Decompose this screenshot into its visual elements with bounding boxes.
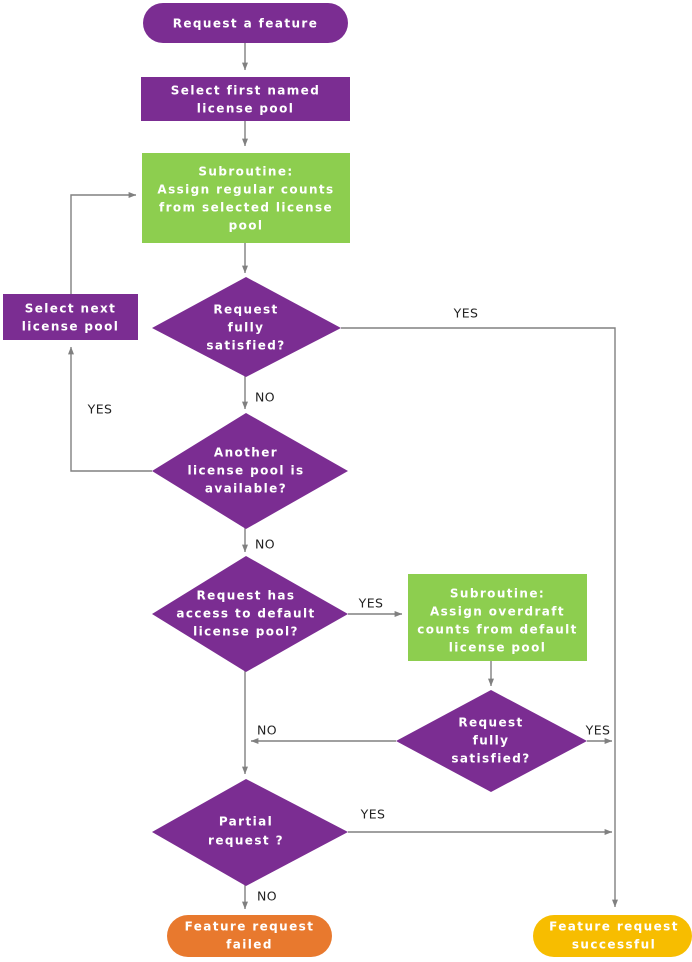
node-label-partial-line2: request ?	[208, 834, 284, 848]
edge-label-yes-satisfied2: YES	[585, 723, 611, 738]
node-request-fully-satisfied-2[interactable]: Request fully satisfied?	[396, 690, 587, 792]
edge-label-no-another-pool: NO	[255, 537, 275, 552]
node-select-first-named-license-pool[interactable]: Select first named license pool	[141, 77, 350, 121]
node-label-satisfied2-line1: Request	[458, 716, 523, 730]
node-label-successful-line1: Feature request	[549, 920, 679, 934]
node-label-another-pool-line3: available?	[205, 482, 287, 496]
node-label-subroutine-overdraft-line1: Subroutine:	[450, 587, 545, 601]
node-shape-decision	[152, 779, 348, 886]
node-label-satisfied1-line3: satisfied?	[206, 339, 285, 353]
node-shape-decision	[152, 556, 348, 672]
node-label-access-default-line1: Request has	[197, 589, 296, 603]
edge-label-yes-another-pool: YES	[87, 402, 113, 417]
node-select-next-license-pool[interactable]: Select next license pool	[3, 294, 138, 340]
node-label-access-default-line3: license pool?	[193, 625, 299, 639]
node-shape-terminator	[143, 3, 348, 43]
node-label-subroutine-overdraft-line3: counts from default	[417, 623, 578, 637]
edge-label-yes-partial: YES	[360, 807, 386, 822]
node-label-partial-line1: Partial	[219, 815, 273, 829]
node-label-satisfied1-line1: Request	[213, 303, 278, 317]
node-shape-decision	[396, 690, 587, 792]
node-label-request-a-feature: Request a feature	[173, 17, 319, 31]
edge-label-no-satisfied1: NO	[255, 390, 275, 405]
node-shape-subroutine	[142, 153, 350, 243]
node-label-satisfied2-line3: satisfied?	[451, 752, 530, 766]
node-label-failed-line1: Feature request	[185, 920, 315, 934]
node-label-subroutine-regular-line1: Subroutine:	[198, 165, 293, 179]
node-request-fully-satisfied-1[interactable]: Request fully satisfied?	[152, 277, 341, 377]
node-shape-decision	[152, 413, 348, 529]
node-label-access-default-line2: access to default	[176, 607, 315, 621]
node-shape-terminator	[167, 915, 332, 957]
connectors	[68, 42, 618, 910]
node-label-select-next-line2: license pool	[22, 320, 119, 334]
node-shape-decision	[152, 277, 341, 377]
node-label-successful-line2: successful	[572, 938, 656, 952]
node-request-a-feature[interactable]: Request a feature	[143, 3, 348, 43]
edge-label-yes-satisfied1: YES	[453, 306, 479, 321]
edge-satisfied1-yes-to-rail	[341, 327, 618, 908]
node-partial-request[interactable]: Partial request ?	[152, 779, 348, 886]
node-label-subroutine-overdraft-line4: license pool	[449, 641, 546, 655]
node-label-subroutine-overdraft-line2: Assign overdraft	[430, 605, 565, 619]
node-label-select-first-line1: Select first named	[171, 84, 320, 98]
edge-label-no-partial: NO	[257, 889, 277, 904]
node-feature-request-failed[interactable]: Feature request failed	[167, 915, 332, 957]
node-label-satisfied2-line2: fully	[473, 734, 510, 748]
node-label-subroutine-regular-line4: pool	[229, 219, 264, 233]
node-shape-terminator	[533, 915, 692, 957]
node-subroutine-assign-regular-counts[interactable]: Subroutine: Assign regular counts from s…	[142, 153, 350, 243]
node-shape-subroutine	[408, 574, 587, 661]
node-label-select-first-line2: license pool	[197, 102, 294, 116]
node-another-license-pool-available[interactable]: Another license pool is available?	[152, 413, 348, 529]
node-label-subroutine-regular-line3: from selected license	[159, 201, 333, 215]
node-label-failed-line2: failed	[226, 938, 273, 952]
node-label-another-pool-line2: license pool is	[187, 464, 304, 478]
edge-label-no-access-default: NO	[257, 723, 277, 738]
edge-select-next-to-subroutine	[70, 192, 137, 294]
edge-label-yes-access-default: YES	[358, 596, 384, 611]
node-shape-process	[141, 77, 350, 121]
node-label-select-next-line1: Select next	[25, 302, 117, 316]
node-feature-request-successful[interactable]: Feature request successful	[533, 915, 692, 957]
edge-another-pool-yes-to-select-next	[68, 346, 152, 472]
node-label-another-pool-line1: Another	[214, 446, 278, 460]
node-label-satisfied1-line2: fully	[228, 321, 265, 335]
edge-labels: YES NO YES NO YES NO NO YES YES NO	[87, 306, 611, 904]
node-shape-process	[3, 294, 138, 340]
node-subroutine-assign-overdraft-counts[interactable]: Subroutine: Assign overdraft counts from…	[408, 574, 587, 661]
node-label-subroutine-regular-line2: Assign regular counts	[157, 183, 334, 197]
node-request-access-default-pool[interactable]: Request has access to default license po…	[152, 556, 348, 672]
